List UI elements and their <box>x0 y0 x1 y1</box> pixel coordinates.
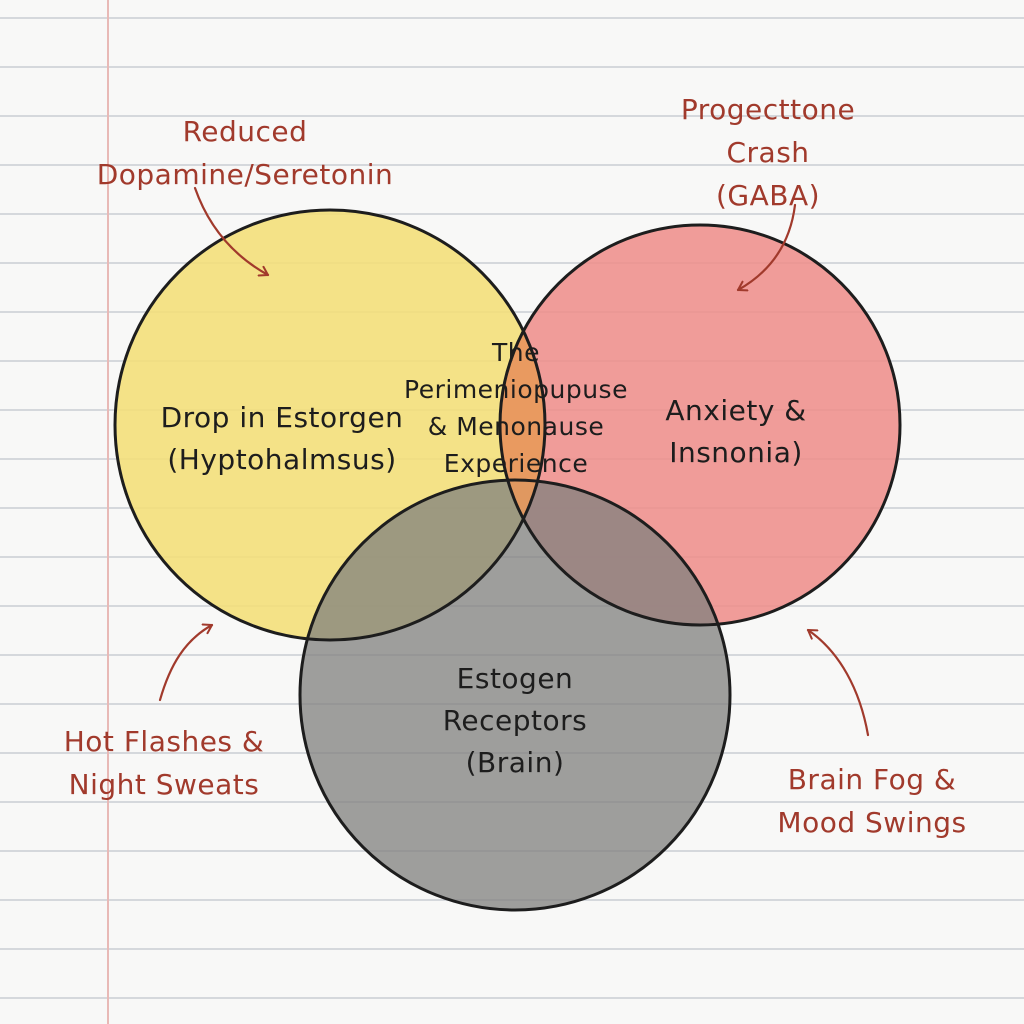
circle-label-line: Insnonia) <box>669 436 803 469</box>
red-circle-label: Anxiety & Insnonia) <box>665 390 806 474</box>
circle-label-line: Receptors <box>442 704 588 737</box>
venn-fills <box>115 210 900 910</box>
annotation-line: Progecttone <box>680 93 856 126</box>
annotation-line: (GABA) <box>715 179 821 212</box>
circle-label-line: Anxiety & <box>665 394 807 427</box>
annotation-line: Reduced <box>182 115 308 148</box>
annotation-line: Mood Swings <box>777 806 967 839</box>
center-label-line: & Menonause <box>427 412 605 441</box>
center-label: The Perimeniopupuse & Menonause Experien… <box>404 334 628 482</box>
annotation-line: Crash <box>726 136 810 169</box>
annotation-line: Dopamine/Seretonin <box>96 158 394 191</box>
center-label-line: Perimeniopupuse <box>404 375 628 404</box>
circle-label-line: Drop in Estorgen <box>160 401 404 434</box>
annotation-arrows <box>158 186 870 737</box>
annotation-line: Brain Fog & <box>787 763 957 796</box>
arrow-brain-fog <box>806 628 870 737</box>
yellow-circle-label: Drop in Estorgen (Hyptohalmsus) <box>161 397 404 481</box>
annotation-brain-fog: Brain Fog & Mood Swings <box>777 758 966 844</box>
annotation-reduced-dopamine: Reduced Dopamine/Seretonin <box>97 110 394 196</box>
red-circle-outline <box>498 223 902 627</box>
gray-circle <box>300 480 730 910</box>
yellow-circle-outline <box>113 208 547 642</box>
center-label-line: The <box>491 338 540 367</box>
gray-circle-label: Estogen Receptors (Brain) <box>443 658 588 784</box>
arrow-progesterone-crash <box>736 203 797 292</box>
circle-label-line: (Hyptohalmsus) <box>167 443 397 476</box>
annotation-line: Hot Flashes & <box>63 725 265 758</box>
center-label-line: Experience <box>443 449 589 478</box>
venn-outlines <box>113 208 902 912</box>
annotation-line: Night Sweats <box>68 768 260 801</box>
circle-label-line: Estogen <box>456 662 574 695</box>
gray-circle-outline <box>298 478 732 912</box>
arrow-reduced-dopamine <box>193 186 270 277</box>
circle-label-line: (Brain) <box>465 746 565 779</box>
annotation-progesterone-crash: Progecttone Crash (GABA) <box>681 88 855 217</box>
annotation-hot-flashes: Hot Flashes & Night Sweats <box>64 720 265 806</box>
arrow-hot-flashes <box>158 623 214 702</box>
